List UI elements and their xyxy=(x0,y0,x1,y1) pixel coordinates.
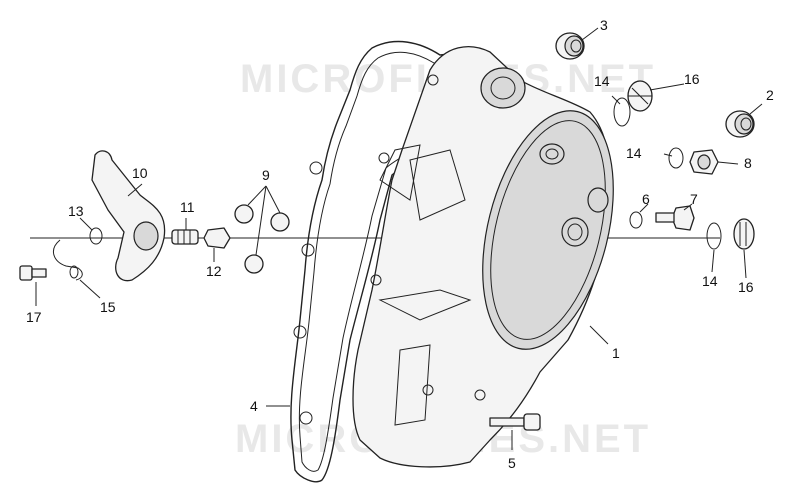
cover-screw xyxy=(489,413,541,431)
gasket-hole xyxy=(299,411,313,425)
o-ring-top xyxy=(613,97,631,127)
oil-port-mid xyxy=(587,187,609,213)
neck-boss-bore xyxy=(490,76,516,100)
o-ring-lower xyxy=(706,222,722,250)
cover-bolt-hole xyxy=(427,74,439,86)
callout-16-lower: 16 xyxy=(738,279,754,295)
cover-dome xyxy=(482,110,614,350)
detent-nut xyxy=(203,227,231,249)
selector-lever xyxy=(91,150,166,282)
callout-16-top: 16 xyxy=(684,71,700,87)
gasket-hole xyxy=(309,161,323,175)
lever-washer xyxy=(89,227,103,245)
oil-port-center xyxy=(561,217,589,247)
callout-12: 12 xyxy=(206,263,222,279)
detent-spring xyxy=(171,229,199,245)
callout-14-lower: 14 xyxy=(702,273,718,289)
callout-5: 5 xyxy=(508,455,516,471)
gasket-hole xyxy=(293,325,307,339)
ball-bearing xyxy=(234,204,254,224)
callout-10: 10 xyxy=(132,165,148,181)
callout-7: 7 xyxy=(690,191,698,207)
callout-11: 11 xyxy=(180,199,195,215)
callout-15: 15 xyxy=(100,299,116,315)
cover-bolt-hole xyxy=(370,274,382,286)
cover-bolt-hole xyxy=(422,384,434,396)
filler-plug-top xyxy=(627,80,653,112)
callout-14-mid: 14 xyxy=(626,145,642,161)
gasket-hole xyxy=(301,243,315,257)
cover-bolt-hole xyxy=(474,389,486,401)
callout-17: 17 xyxy=(26,309,42,325)
lever-bolt xyxy=(19,265,47,281)
callout-8: 8 xyxy=(744,155,752,171)
ball-bearing xyxy=(270,212,290,232)
callout-2: 2 xyxy=(766,87,774,103)
o-ring-mid xyxy=(668,147,684,169)
lever-bore xyxy=(133,221,159,251)
callout-6: 6 xyxy=(642,191,650,207)
callout-9: 9 xyxy=(262,167,270,183)
cover-dome-rim xyxy=(490,120,606,340)
cover-rib xyxy=(379,144,421,201)
neck-boss xyxy=(480,67,526,109)
spring-eye xyxy=(69,265,79,279)
ball-bearing xyxy=(244,254,264,274)
cover-rib xyxy=(378,289,472,321)
drain-plug xyxy=(689,149,719,175)
oil-seal-small xyxy=(555,32,585,60)
callout-14-top: 14 xyxy=(594,73,610,89)
oil-port-top-bore xyxy=(545,148,559,160)
callout-4: 4 xyxy=(250,398,258,414)
leader-lines xyxy=(35,27,763,450)
cover-rib xyxy=(409,149,466,221)
sealing-washer xyxy=(629,211,643,229)
cover-rib xyxy=(394,344,431,426)
oil-seal-large xyxy=(725,110,755,138)
filler-plug-lower xyxy=(733,218,755,250)
callout-13: 13 xyxy=(68,203,84,219)
callout-1: 1 xyxy=(612,345,620,361)
callout-3: 3 xyxy=(600,17,608,33)
oil-port-top xyxy=(539,143,565,165)
drain-bolt xyxy=(655,205,695,231)
oil-port-center-bore xyxy=(567,223,583,241)
cover-bolt-hole xyxy=(378,152,390,164)
